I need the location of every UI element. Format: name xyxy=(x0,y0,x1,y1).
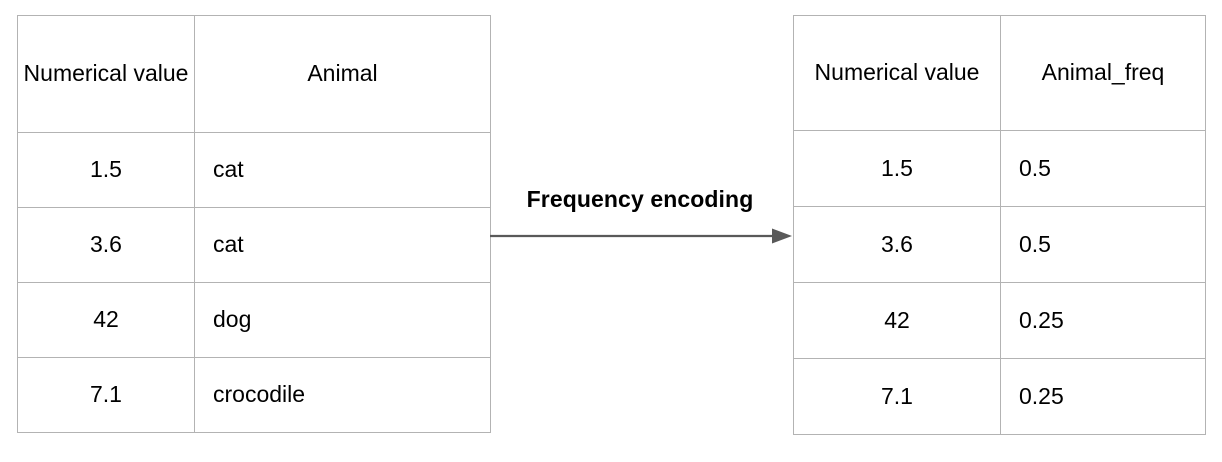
table-header-row: Numerical value Animal_freq xyxy=(793,15,1206,131)
table-row: 7.1 crocodile xyxy=(17,357,491,433)
table-row: 3.6 0.5 xyxy=(793,206,1206,283)
source-header-animal: Animal xyxy=(194,15,491,133)
source-cell-animal-1: cat xyxy=(194,207,491,283)
table-row: 42 dog xyxy=(17,282,491,358)
table-row: 1.5 0.5 xyxy=(793,130,1206,207)
source-cell-animal-0: cat xyxy=(194,132,491,208)
source-cell-animal-3: crocodile xyxy=(194,357,491,433)
source-cell-value-2: 42 xyxy=(17,282,195,358)
transform-annotation: Frequency encoding xyxy=(484,186,796,261)
table-header-row: Numerical value Animal xyxy=(17,15,491,133)
table-row: 7.1 0.25 xyxy=(793,358,1206,435)
source-table: Numerical value Animal 1.5 cat 3.6 cat 4… xyxy=(17,15,491,433)
result-header-animal-freq: Animal_freq xyxy=(1000,15,1206,131)
source-cell-animal-2: dog xyxy=(194,282,491,358)
source-cell-value-3: 7.1 xyxy=(17,357,195,433)
result-cell-freq-1: 0.5 xyxy=(1000,206,1206,283)
result-table: Numerical value Animal_freq 1.5 0.5 3.6 … xyxy=(793,15,1206,435)
source-header-numerical-value: Numerical value xyxy=(17,15,195,133)
table-row: 42 0.25 xyxy=(793,282,1206,359)
source-cell-value-0: 1.5 xyxy=(17,132,195,208)
result-cell-freq-0: 0.5 xyxy=(1000,130,1206,207)
result-cell-freq-3: 0.25 xyxy=(1000,358,1206,435)
arrow-right-icon xyxy=(490,228,792,244)
result-cell-freq-2: 0.25 xyxy=(1000,282,1206,359)
table-row: 1.5 cat xyxy=(17,132,491,208)
result-cell-value-1: 3.6 xyxy=(793,206,1001,283)
result-header-numerical-value: Numerical value xyxy=(793,15,1001,131)
result-cell-value-3: 7.1 xyxy=(793,358,1001,435)
result-cell-value-2: 42 xyxy=(793,282,1001,359)
source-cell-value-1: 3.6 xyxy=(17,207,195,283)
transform-label: Frequency encoding xyxy=(526,186,754,212)
result-cell-value-0: 1.5 xyxy=(793,130,1001,207)
table-row: 3.6 cat xyxy=(17,207,491,283)
